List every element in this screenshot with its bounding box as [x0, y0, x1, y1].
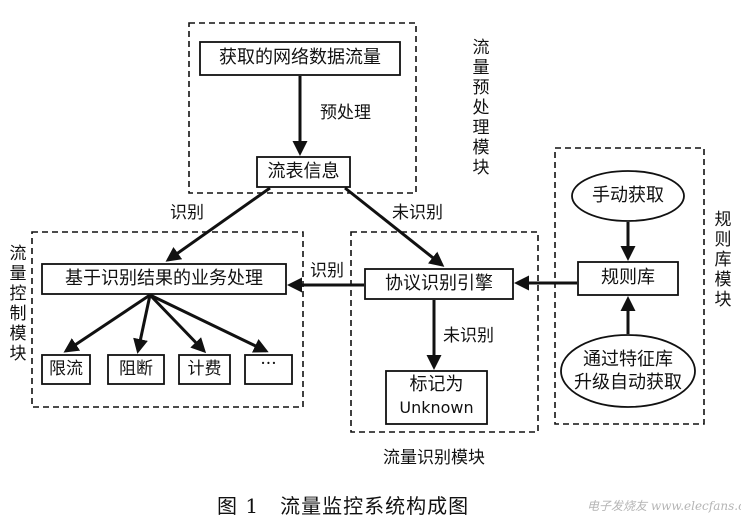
block-box — [107, 354, 165, 385]
auto-label-line2: 升级自动获取 — [574, 372, 682, 393]
rules-module-boundary — [554, 147, 705, 425]
more-label: ··· — [260, 354, 277, 374]
business-label: 基于识别结果的业务处理 — [65, 268, 263, 289]
billing-label: 计费 — [187, 359, 222, 379]
control-module-title: 流量控制模块 — [9, 244, 27, 364]
auto-label-line1: 通过特征库 — [583, 349, 673, 370]
manual-label: 手动获取 — [592, 185, 664, 206]
arrow-business-to-more — [149, 293, 269, 353]
arrow-flowtable-to-engine — [344, 186, 445, 267]
arrow-business-to-billing — [148, 293, 207, 354]
mark-label-line1: 标记为 — [409, 374, 464, 395]
acquire-label: 获取的网络数据流量 — [219, 47, 381, 68]
auto-ellipse — [560, 334, 696, 408]
mark-label-line2: Unknown — [399, 398, 474, 417]
limit-label: 限流 — [49, 359, 83, 379]
engine-label: 协议识别引擎 — [385, 273, 493, 294]
business-box — [41, 263, 287, 295]
preprocess-module-boundary — [188, 22, 417, 194]
edge-label-identified-engine: 识别 — [310, 261, 344, 281]
arrow-flowtable-to-business — [165, 186, 271, 262]
identify-module-boundary — [350, 231, 539, 433]
flow-table-label: 流表信息 — [267, 161, 340, 182]
control-module-boundary — [31, 231, 304, 408]
manual-ellipse — [571, 170, 685, 222]
limit-box — [41, 354, 91, 385]
edge-label-identified-left: 识别 — [170, 203, 204, 223]
watermark: 电子发烧友 www.elecfans.com — [587, 499, 741, 513]
block-label: 阻断 — [119, 359, 153, 379]
identify-module-title: 流量识别模块 — [383, 448, 485, 468]
preprocess-module-title: 流量预处理模块 — [472, 38, 490, 178]
rule-lib-box — [577, 261, 679, 296]
more-box — [244, 354, 293, 385]
rules-module-title: 规则库模块 — [714, 210, 732, 310]
figure-caption: 图 1 流量监控系统构成图 — [217, 494, 470, 518]
rule-lib-label: 规则库 — [601, 267, 655, 288]
edge-label-preprocess: 预处理 — [320, 103, 371, 123]
billing-box — [178, 354, 231, 385]
arrow-business-to-block — [133, 294, 152, 354]
edge-label-unidentified-right: 未识别 — [392, 203, 443, 223]
flow-table-box — [256, 156, 351, 188]
mark-unknown-box — [385, 370, 488, 425]
edge-label-unidentified-down: 未识别 — [443, 326, 494, 346]
arrow-business-to-limit — [63, 293, 151, 353]
engine-box — [364, 268, 514, 300]
acquire-box — [199, 41, 401, 76]
